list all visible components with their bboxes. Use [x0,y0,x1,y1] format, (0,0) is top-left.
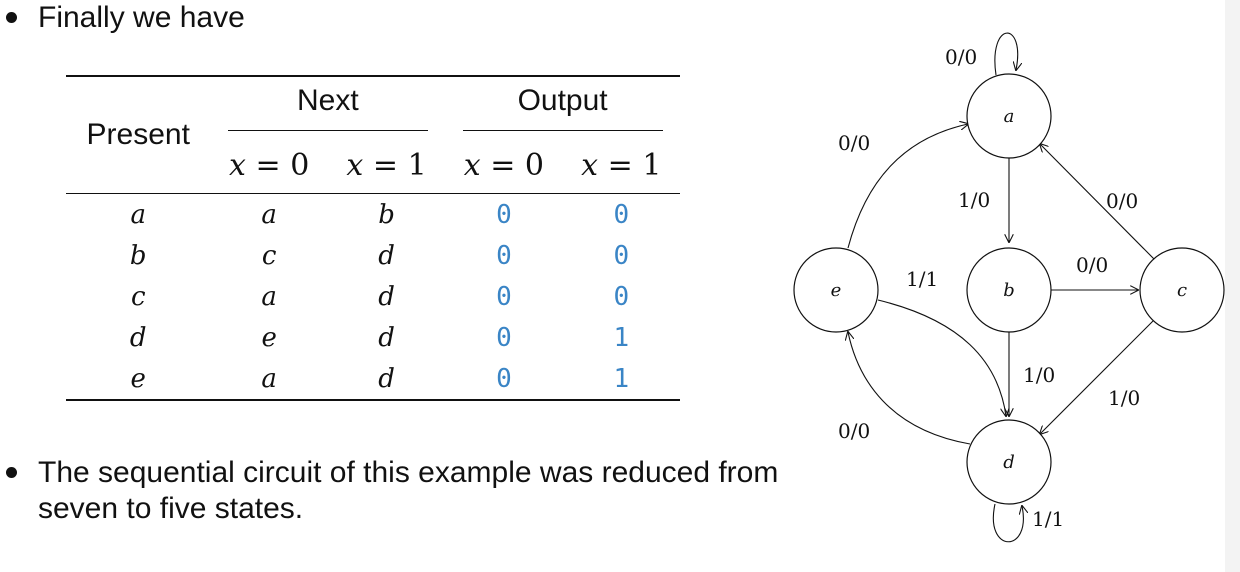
next-x1-cell: d [378,240,395,271]
state-a-label: a [1004,106,1015,127]
edge-e-d [877,299,1006,416]
present-cell: d [129,322,147,353]
state-e-label: e [831,280,842,301]
sub-header-next-x0: x = 0 [229,147,310,183]
right-margin-strip [1225,0,1240,572]
next-x1-cell: b [378,199,395,230]
edge-label-c-d: 1/0 [1108,386,1140,410]
table-row: d e d 0 1 [66,317,680,358]
next-x1-cell: d [378,322,395,353]
bullet-text: The sequential circuit of this example w… [38,456,779,525]
state-d-label: d [1003,452,1015,473]
table-row: a a b 0 0 [66,194,680,236]
edge-a-a [994,32,1018,76]
next-x0-cell: a [261,281,277,312]
state-c: c [1139,247,1225,333]
output-header: Output [445,76,680,137]
edge-d-e [848,332,971,445]
output-x1-cell: 0 [613,281,630,312]
sub-header-next-x1: x = 1 [346,147,427,183]
present-cell: a [130,199,146,230]
edge-label-d-d: 1/1 [1032,507,1064,531]
present-header: Present [66,76,211,194]
next-x0-cell: a [261,199,277,230]
next-group-rule [227,129,428,131]
next-x1-cell: d [378,281,395,312]
output-x0-cell: 0 [496,199,512,230]
edge-c-d [1040,319,1155,434]
next-x0-cell: e [261,322,277,353]
output-x1-cell: 1 [613,322,630,353]
bullet-item-summary: The sequential circuit of this example w… [6,455,786,527]
output-x0-cell: 0 [496,281,512,312]
edge-label-e-a: 0/0 [838,131,870,155]
bullet-dot [6,12,17,23]
table-row: b c d 0 0 [66,235,680,276]
next-x0-cell: c [261,240,277,271]
state-c-label: c [1177,280,1187,301]
sub-header-output-x0: x = 0 [463,147,545,183]
edge-label-e-d: 1/1 [906,267,938,291]
edge-label-a-a: 0/0 [945,45,977,69]
bullet-dot [6,467,17,478]
edge-label-b-d: 1/0 [1023,363,1055,387]
present-header-label: Present [86,118,190,151]
table-row: c a d 0 0 [66,276,680,317]
bullet-item-intro: Finally we have [6,0,406,36]
state-table: Present Next Output x = 0 x = 1 x = 0 x … [66,75,680,401]
edge-c-a [1040,144,1155,260]
present-cell: e [130,363,146,394]
output-group-rule [462,129,663,131]
edge-label-c-a: 0/0 [1106,189,1138,213]
edge-label-a-b: 1/0 [958,188,990,212]
state-b-label: b [1003,280,1015,301]
edge-d-d [992,503,1023,543]
present-cell: c [130,281,146,312]
next-x0-cell: a [261,363,277,394]
edge-label-b-c: 0/0 [1076,253,1108,277]
edge-label-d-e: 0/0 [838,419,870,443]
output-header-label: Output [517,83,608,117]
next-x1-cell: d [378,363,395,394]
bullet-text: Finally we have [38,1,245,34]
output-x1-cell: 1 [613,363,630,394]
output-x0-cell: 0 [496,240,512,271]
state-a: a [966,73,1052,159]
state-d: d [966,419,1052,505]
state-diagram: a b c d e 0/0 1/0 0/0 1/0 0/0 1/0 0/0 1/… [793,32,1225,543]
next-header-label: Next [297,83,359,117]
output-x0-cell: 0 [496,363,512,394]
edge-e-a [847,124,968,249]
output-x0-cell: 0 [496,322,512,353]
next-header: Next [211,76,446,137]
output-x1-cell: 0 [613,240,630,271]
sub-header-output-x1: x = 1 [581,147,662,183]
present-cell: b [129,240,147,271]
output-x1-cell: 0 [613,199,630,230]
state-e: e [793,247,879,333]
state-b: b [966,247,1052,333]
table-row: e a d 0 1 [66,358,680,400]
